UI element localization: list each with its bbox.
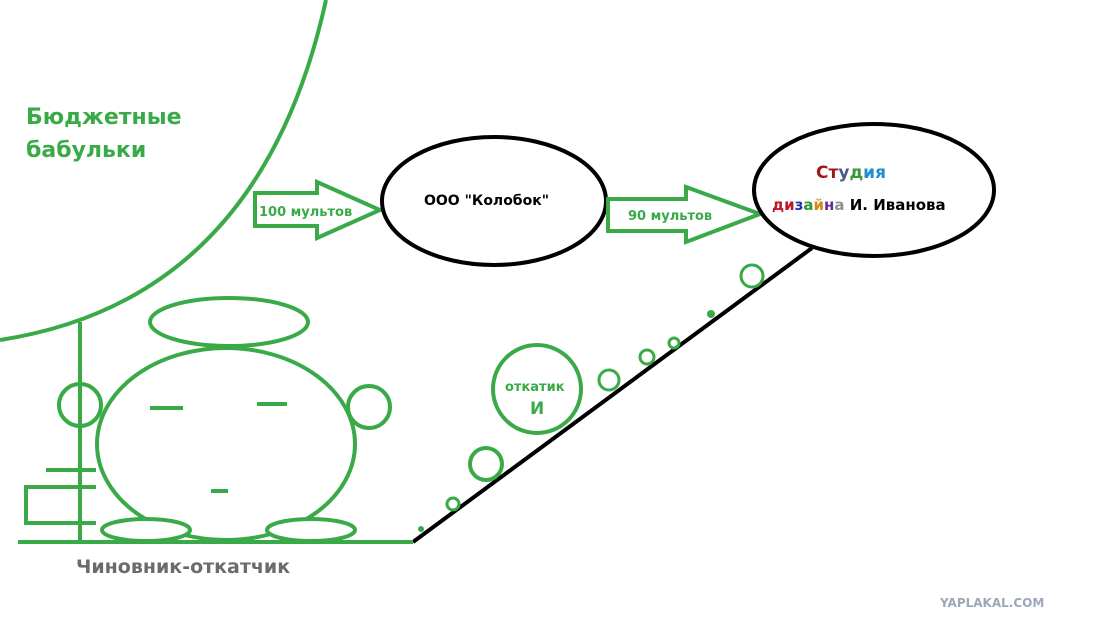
arrow-90-label: 90 мультов xyxy=(628,209,712,224)
kolobok-label: ООО "Колобок" xyxy=(424,193,549,209)
studio-owner-name: И. Иванова xyxy=(845,196,946,214)
money-bubble xyxy=(445,496,461,512)
studio-letter: й xyxy=(813,196,824,214)
money-bubble xyxy=(597,368,621,392)
money-bubble xyxy=(468,446,504,482)
budget-label-line1: Бюджетные xyxy=(26,105,182,130)
arrow-90 xyxy=(606,184,766,245)
budget-label-line2: бабульки xyxy=(26,138,146,163)
money-bubble xyxy=(667,336,681,350)
studio-letter: д xyxy=(849,163,863,183)
money-bubble xyxy=(739,263,765,289)
right-hand xyxy=(346,384,392,430)
money-bubble xyxy=(418,526,424,532)
official-body xyxy=(95,346,357,542)
studio-node xyxy=(752,122,996,258)
studio-letter: а xyxy=(834,196,844,214)
studio-letter: а xyxy=(803,196,813,214)
kickback-label-line1: откатик xyxy=(505,380,565,395)
watermark: YAPLAKAL.COM xyxy=(939,596,1044,610)
kickback-label-line2: И xyxy=(530,399,544,419)
studio-letter: з xyxy=(795,196,804,214)
left-foot xyxy=(100,517,192,543)
studio-letter: и xyxy=(784,196,795,214)
studio-letter: у xyxy=(838,163,849,183)
studio-letter: н xyxy=(824,196,834,214)
official-figure xyxy=(18,296,413,544)
arrow-100-label: 100 мультов xyxy=(259,205,352,220)
official-label: Чиновник-откатчик xyxy=(76,556,290,578)
money-bubble xyxy=(638,348,656,366)
money-bubble xyxy=(707,310,715,318)
studio-letter: я xyxy=(875,163,886,183)
chair-back xyxy=(24,485,96,525)
budget-circle-arc xyxy=(0,0,328,342)
kickback-bubble xyxy=(491,343,583,435)
studio-letter: С xyxy=(816,163,828,183)
studio-word1: Студия xyxy=(816,163,886,183)
studio-letter: т xyxy=(828,163,838,183)
studio-letter: д xyxy=(772,196,784,214)
studio-letter: и xyxy=(863,163,875,183)
halo xyxy=(148,296,310,348)
studio-line2: дизайна И. Иванова xyxy=(772,196,946,214)
arrow-100 xyxy=(253,178,385,242)
right-foot xyxy=(265,517,357,543)
slide-line xyxy=(411,246,814,544)
